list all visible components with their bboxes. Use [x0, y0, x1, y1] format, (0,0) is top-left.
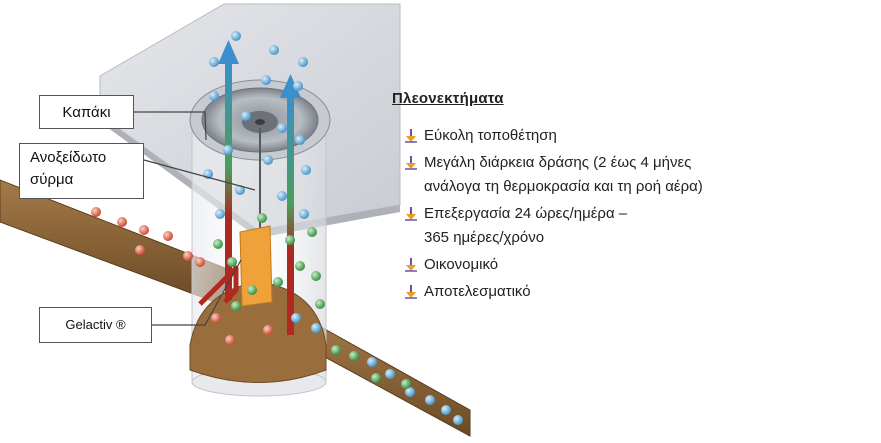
callout-wire: Ανοξείδωτο σύρμα [19, 143, 144, 199]
molecule-bubble [211, 313, 221, 323]
advantage-text: Οικονομικό [424, 256, 499, 273]
molecule-bubble [139, 225, 149, 235]
molecule-bubble [241, 111, 251, 121]
lid-label: Καπάκι [62, 104, 111, 121]
molecule-bubble [257, 213, 267, 223]
advantages-title: Πλεονεκτήματα [392, 90, 504, 107]
molecule-bubble [263, 325, 273, 335]
molecule-bubble [231, 31, 241, 41]
advantage-text-cont: ανάλογα τη θερμοκρασία και τη ροή αέρα) [424, 178, 703, 195]
molecule-bubble [91, 207, 101, 217]
molecule-bubble [307, 227, 317, 237]
molecule-bubble [298, 57, 308, 67]
gelactiv-pack [239, 225, 273, 307]
arrow-bullet-icon [405, 156, 417, 170]
molecule-bubble [235, 185, 245, 195]
molecule-bubble [301, 165, 311, 175]
advantages-list: Εύκολη τοποθέτηση Μεγάλη διάρκεια δράσης… [392, 124, 852, 304]
molecule-bubble [261, 75, 271, 85]
list-item: Αποτελεσματικό [392, 280, 852, 304]
molecule-bubble [227, 257, 237, 267]
molecules [91, 31, 463, 425]
molecule-bubble [269, 45, 279, 55]
molecule-bubble [291, 313, 301, 323]
molecule-bubble [277, 123, 287, 133]
gelactiv-label: Gelactiv ® [65, 317, 126, 332]
molecule-bubble [263, 155, 273, 165]
molecule-bubble [367, 357, 377, 367]
molecule-bubble [453, 415, 463, 425]
wire-label-line1: Ανοξείδωτο [30, 149, 107, 166]
molecule-bubble [273, 277, 283, 287]
molecule-bubble [117, 217, 127, 227]
molecule-bubble [195, 257, 205, 267]
molecule-bubble [441, 405, 451, 415]
molecule-bubble [225, 335, 235, 345]
molecule-bubble [349, 351, 359, 361]
molecule-bubble [135, 245, 145, 255]
arrow-bullet-icon [405, 258, 417, 272]
molecule-bubble [293, 81, 303, 91]
callout-lid: Καπάκι [39, 95, 134, 129]
molecule-bubble [285, 235, 295, 245]
list-item: Μεγάλη διάρκεια δράσης (2 έως 4 μήνες αν… [392, 151, 852, 199]
airflow-arrows [218, 40, 301, 335]
arrow-bullet-icon [405, 129, 417, 143]
advantage-text: Αποτελεσματικό [424, 283, 531, 300]
advantages-panel: Πλεονεκτήματα Εύκολη τοποθέτηση Μεγάλη δ… [392, 90, 852, 307]
molecule-bubble [311, 271, 321, 281]
arrow-bullet-icon [405, 285, 417, 299]
molecule-bubble [223, 145, 233, 155]
molecule-bubble [371, 373, 381, 383]
advantage-text-cont: 365 ημέρες/χρόνο [424, 229, 545, 246]
molecule-bubble [209, 57, 219, 67]
molecule-bubble [247, 285, 257, 295]
advantage-text: Εύκολη τοποθέτηση [424, 127, 557, 144]
molecule-bubble [331, 345, 341, 355]
molecule-bubble [401, 379, 411, 389]
callout-lines [134, 111, 256, 326]
molecule-bubble [163, 231, 173, 241]
molecule-bubble [215, 209, 225, 219]
list-item: Επεξεργασία 24 ώρες/ημέρα – 365 ημέρες/χ… [392, 202, 852, 250]
molecule-bubble [295, 135, 305, 145]
molecule-bubble [405, 387, 415, 397]
molecule-bubble [315, 299, 325, 309]
molecule-bubble [295, 261, 305, 271]
molecule-bubble [231, 301, 241, 311]
molecule-bubble [277, 191, 287, 201]
molecule-bubble [425, 395, 435, 405]
molecule-bubble [385, 369, 395, 379]
callout-gelactiv: Gelactiv ® [39, 307, 152, 343]
advantage-text: Μεγάλη διάρκεια δράσης (2 έως 4 μήνες [424, 154, 692, 171]
molecule-bubble [213, 239, 223, 249]
wire-label-line2: σύρμα [30, 171, 74, 188]
molecule-bubble [299, 209, 309, 219]
molecule-bubble [183, 251, 193, 261]
advantage-text: Επεξεργασία 24 ώρες/ημέρα – [424, 205, 628, 222]
list-item: Εύκολη τοποθέτηση [392, 124, 852, 148]
arrow-bullet-icon [405, 207, 417, 221]
list-item: Οικονομικό [392, 253, 852, 277]
molecule-bubble [311, 323, 321, 333]
molecule-bubble [209, 91, 219, 101]
